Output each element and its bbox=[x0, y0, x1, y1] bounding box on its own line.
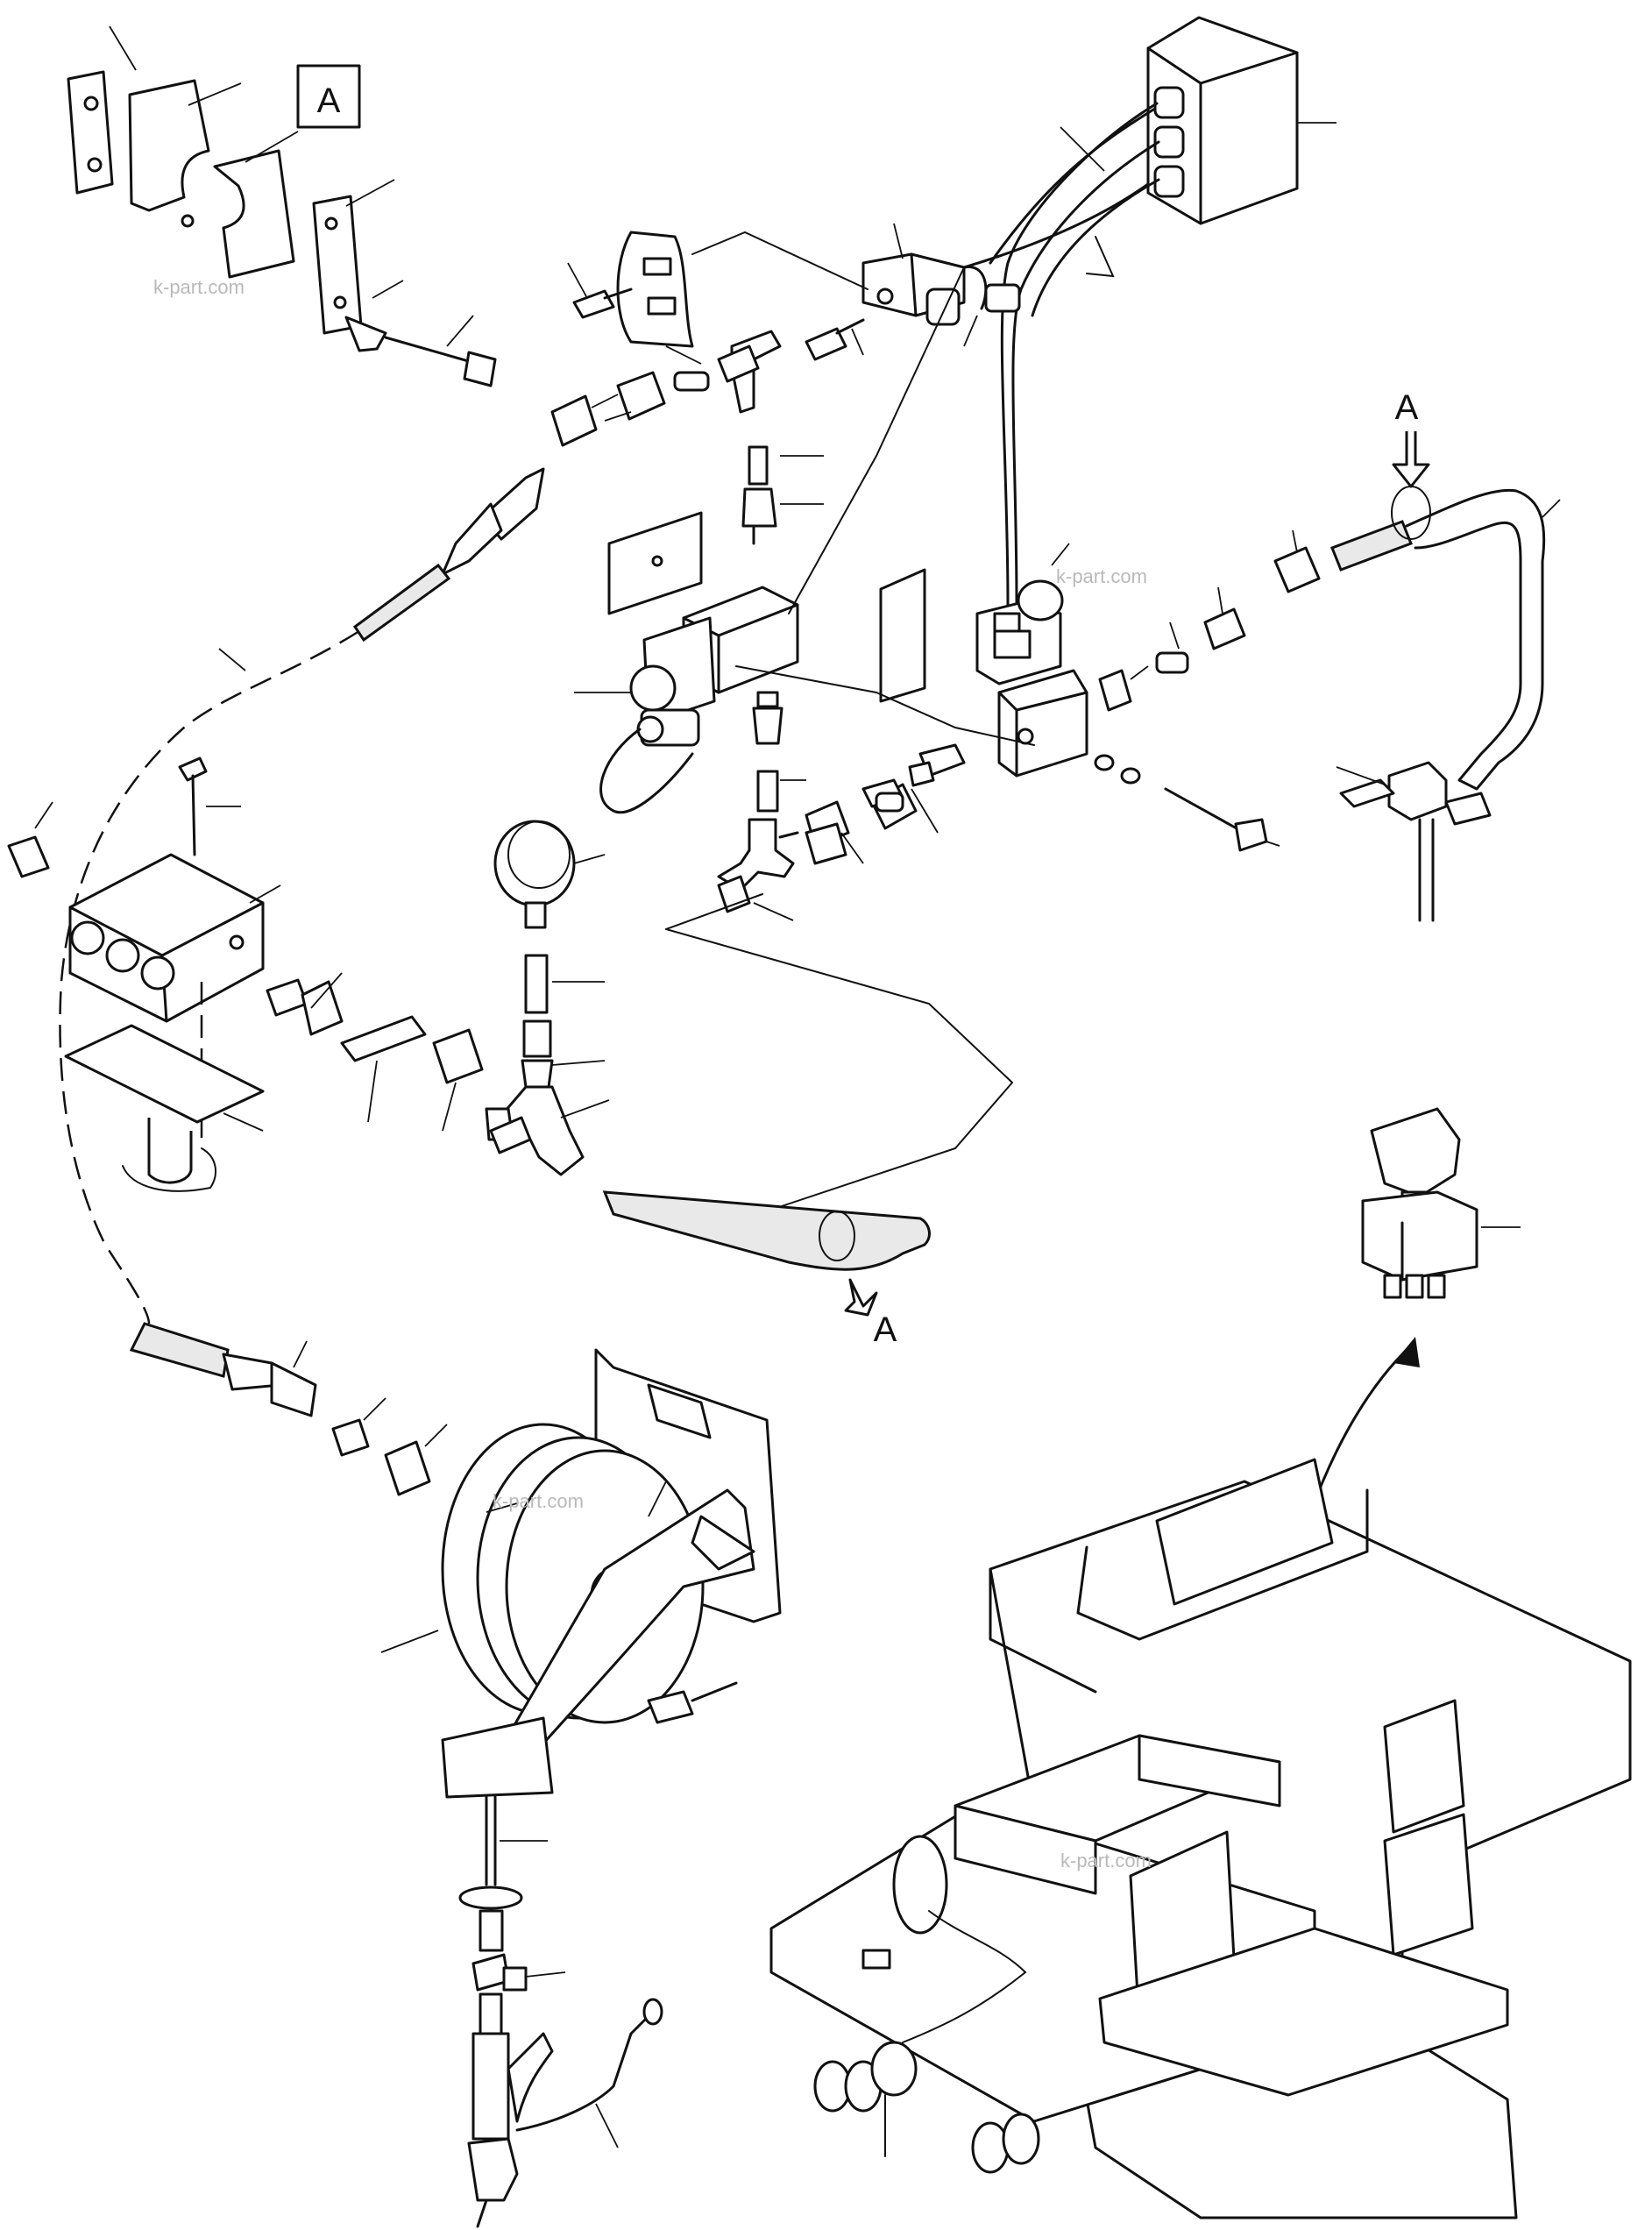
pipe-section-a-lower bbox=[602, 1190, 931, 1271]
section-arrow-label-top: A bbox=[1395, 388, 1419, 427]
clamp-bolt bbox=[384, 336, 479, 366]
reel-base-plate bbox=[441, 1716, 554, 1799]
middle-fitting-chain bbox=[717, 743, 966, 921]
solenoid-valve-left bbox=[574, 511, 806, 814]
tee-block-right bbox=[1387, 761, 1448, 821]
switch-connector bbox=[984, 283, 1021, 313]
pressure-gauge-assembly bbox=[485, 820, 610, 1176]
selector-switch bbox=[1260, 1107, 1521, 1772]
block-support-plate bbox=[64, 1024, 265, 1124]
bracket-bolt bbox=[572, 289, 615, 319]
section-arrow-label-bottom: A bbox=[874, 1310, 897, 1349]
clamp-plate-left bbox=[67, 70, 114, 195]
hose-routing-line bbox=[59, 629, 360, 1325]
hose-stop-collar bbox=[458, 1886, 523, 1910]
switch-bracket bbox=[616, 231, 694, 348]
distribution-block bbox=[7, 756, 281, 1192]
solenoid-valve-right: k-part.com A bbox=[879, 388, 1561, 922]
electrical-box bbox=[962, 16, 1336, 607]
clamp-half-left bbox=[128, 79, 210, 212]
section-arrow-bottom bbox=[844, 1278, 878, 1317]
clamp-half-right bbox=[213, 149, 295, 279]
watermark-middle: k-part.com bbox=[1056, 565, 1147, 587]
supply-hose-upper bbox=[59, 563, 451, 1325]
clamp-plate-right bbox=[312, 195, 363, 335]
tee-fitting-middle bbox=[717, 818, 795, 891]
distribution-block-body bbox=[68, 853, 265, 1023]
dispensing-gun-body bbox=[471, 2032, 510, 2141]
plug-fitting bbox=[7, 835, 50, 878]
watermark-reel: k-part.com bbox=[493, 1490, 584, 1512]
machine-reel-small bbox=[870, 2041, 918, 2097]
block-bolt bbox=[191, 774, 196, 856]
supply-hose-lower bbox=[129, 1322, 230, 1378]
hose-crimp-fitting-lower bbox=[270, 1361, 317, 1417]
machine-overview: k-part.com bbox=[769, 1458, 1632, 2219]
side-panel-lower bbox=[1383, 1813, 1474, 1957]
cable-gland-3 bbox=[1153, 165, 1185, 198]
reel-bolt bbox=[647, 1690, 694, 1724]
fitting-union-1 bbox=[805, 327, 847, 361]
nipple-lower bbox=[340, 1015, 427, 1062]
gun-nozzle bbox=[467, 2137, 519, 2202]
clamp-detail-a: A k-part.com bbox=[67, 25, 497, 387]
pipe-hose-section-a bbox=[1330, 520, 1413, 572]
electrical-box-body bbox=[1146, 16, 1299, 225]
selector-switch-body bbox=[1361, 1190, 1478, 1282]
nut-upper bbox=[616, 371, 666, 421]
side-panel-upper bbox=[1383, 1699, 1465, 1834]
machine-step bbox=[1098, 1927, 1509, 2097]
section-arrow-top bbox=[1392, 431, 1430, 488]
clamp-washer bbox=[344, 316, 387, 352]
mounting-bolt-right bbox=[1164, 787, 1246, 834]
selector-switch-knob bbox=[1370, 1107, 1461, 1198]
detail-label-a: A bbox=[317, 82, 341, 120]
valve-body-right bbox=[997, 669, 1088, 778]
gun-hose-tail bbox=[515, 2014, 650, 2132]
detail-label-box bbox=[296, 64, 361, 129]
cable-gland-2 bbox=[1153, 125, 1185, 159]
upper-fitting-chain bbox=[441, 318, 865, 576]
dispensing-gun-assembly bbox=[458, 1795, 663, 2228]
hose-reel: k-part.com bbox=[129, 1322, 782, 1799]
gun-trigger bbox=[507, 2032, 554, 2123]
nipple-upper bbox=[673, 371, 710, 392]
lower-fitting-chain: A bbox=[266, 972, 931, 1349]
cable-gland-1 bbox=[1153, 86, 1185, 119]
watermark-machine: k-part.com bbox=[1060, 1850, 1152, 1871]
watermark-top: k-part.com bbox=[153, 276, 245, 298]
pressure-switch bbox=[567, 223, 1021, 348]
pipe-section-a bbox=[1405, 488, 1546, 791]
cab-window bbox=[1155, 1458, 1334, 1606]
fluid-tank bbox=[892, 1835, 948, 1935]
valve-mounting-plate-right bbox=[879, 568, 926, 703]
